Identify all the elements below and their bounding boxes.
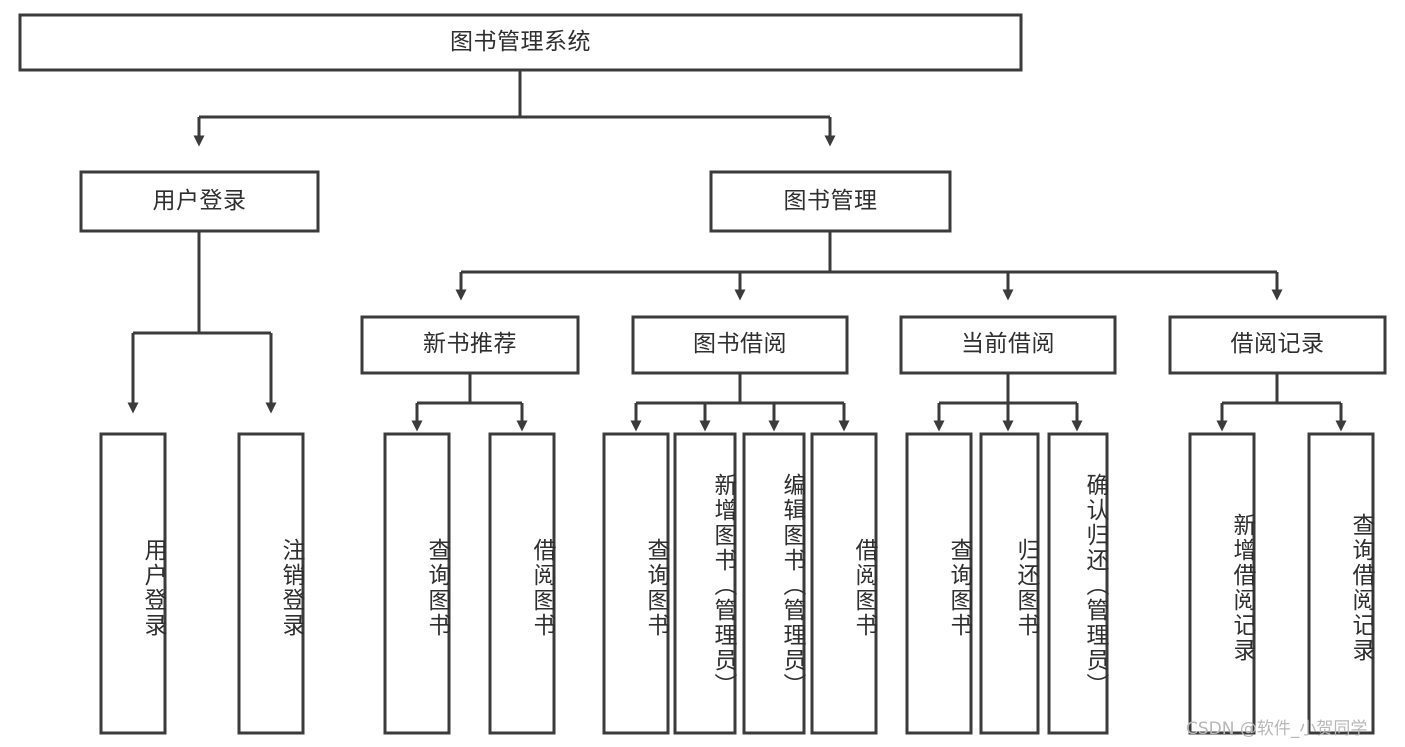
node-box-borrow-record[interactable] bbox=[1168, 315, 1387, 375]
node-box-root[interactable] bbox=[18, 13, 1023, 72]
node-box-leaf-add-book[interactable] bbox=[673, 432, 737, 735]
watermark-text: CSDN @软件_小贺同学 bbox=[1186, 719, 1368, 739]
node-box-user-login[interactable] bbox=[79, 170, 320, 233]
connector-new-book-recommend-to-leaves bbox=[411, 373, 528, 432]
node-box-leaf-query-record[interactable] bbox=[1307, 432, 1375, 735]
connector-book-management-to-level3 bbox=[455, 231, 1283, 301]
node-box-leaf-query-book-2[interactable] bbox=[602, 432, 670, 735]
node-box-leaf-user-login[interactable] bbox=[99, 432, 167, 735]
node-box-leaf-add-record[interactable] bbox=[1188, 432, 1256, 735]
node-box-leaf-query-book-3[interactable] bbox=[905, 432, 973, 735]
node-box-leaf-user-logout[interactable] bbox=[237, 432, 305, 735]
node-box-book-management[interactable] bbox=[709, 170, 952, 233]
node-box-leaf-borrow-book-1[interactable] bbox=[488, 432, 556, 735]
connector-borrow-record-to-leaves bbox=[1216, 373, 1347, 432]
node-box-book-borrow[interactable] bbox=[631, 315, 849, 375]
node-box-leaf-return-book[interactable] bbox=[979, 432, 1040, 735]
node-box-leaf-edit-book[interactable] bbox=[742, 432, 806, 735]
connector-current-borrow-to-leaves bbox=[933, 373, 1083, 432]
node-box-new-book-recommend[interactable] bbox=[360, 315, 580, 375]
connector-user-login-to-leaves bbox=[127, 231, 277, 414]
node-box-leaf-query-book-1[interactable] bbox=[383, 432, 451, 735]
node-box-leaf-confirm-return[interactable] bbox=[1047, 432, 1109, 735]
connector-book-borrow-to-leaves bbox=[630, 373, 850, 432]
node-box-current-borrow[interactable] bbox=[899, 315, 1117, 375]
node-box-leaf-borrow-book-2[interactable] bbox=[810, 432, 878, 735]
connector-root-to-level2 bbox=[193, 70, 836, 147]
